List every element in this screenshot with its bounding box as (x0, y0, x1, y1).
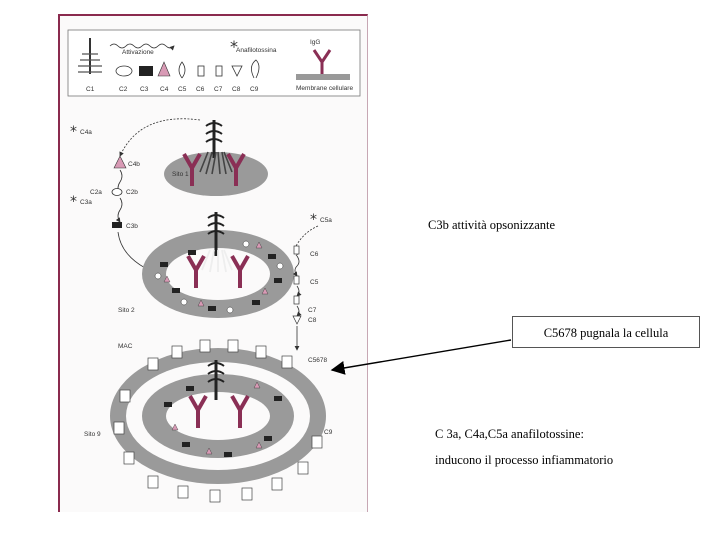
c3a-left-label: C3a (80, 199, 92, 206)
c5678-annotation-box: C5678 pugnala la cellula (512, 316, 700, 348)
activation-arrow-icon (109, 43, 175, 51)
c9-icon (251, 59, 260, 79)
c8-symbol (292, 315, 302, 325)
c5a-star-icon: * (310, 212, 317, 228)
mac-label: MAC (118, 343, 133, 350)
legend-c8-label: C8 (232, 86, 241, 93)
c3b-label: C3b (126, 223, 138, 230)
c7-symbol (293, 295, 300, 305)
mac-pores (113, 339, 323, 503)
site9-membrane (110, 339, 326, 503)
legend-c3-label: C3 (140, 86, 149, 93)
anaphylatoxin-annotation-line2: inducono il processo infiammatorio (435, 453, 614, 467)
legend-activation-label: Attivazione (122, 49, 154, 56)
c3-icon (139, 66, 153, 76)
c5a-label: C5a (320, 217, 332, 224)
igg-antibody-icon (312, 49, 332, 74)
callout-arrow (330, 339, 512, 375)
legend-igg-label: IgG (310, 39, 320, 46)
c2a-label: C2a (90, 189, 102, 196)
c4b-label: C4b (128, 161, 140, 168)
site9-label: Sito 9 (84, 431, 101, 438)
legend-anaphylatoxin-label: Anafilotossina (236, 47, 277, 54)
legend-panel: Attivazione * Anafilotossina IgG Membran… (67, 29, 361, 97)
legend-c9-label: C9 (250, 86, 259, 93)
complement-diagram-svg: Attivazione * Anafilotossina IgG Membran… (67, 29, 361, 503)
legend-c7-label: C7 (214, 86, 223, 93)
c9-label: C9 (324, 429, 333, 436)
c5-icon (178, 61, 186, 79)
c2-icon (115, 65, 133, 77)
complement-cascade-figure: Attivazione * Anafilotossina IgG Membran… (58, 14, 368, 512)
c5-label: C5 (310, 279, 319, 286)
c5678-annotation: C5678 pugnala la cellula (543, 326, 669, 340)
c3a-star-icon: * (70, 194, 77, 210)
c6-label: C6 (310, 251, 319, 258)
c4a-star-icon: * (70, 124, 77, 140)
c6-icon (197, 65, 205, 77)
c8-icon (231, 65, 243, 77)
membrane-icon (296, 74, 350, 80)
legend-c2-label: C2 (119, 86, 128, 93)
legend-c1-label: C1 (86, 86, 95, 93)
anaphylatoxin-star-icon: * (230, 37, 238, 56)
c7-label: C7 (308, 307, 317, 314)
c8-label: C8 (308, 317, 317, 324)
legend-membrane-label: Membrane cellulare (296, 85, 353, 92)
site1-label: Sito 1 (172, 171, 189, 178)
legend-c6-label: C6 (196, 86, 205, 93)
c4b-symbol (113, 155, 127, 169)
c5-symbol (293, 275, 300, 285)
anaphylatoxin-annotation-line1: C 3a, C4a,C5a anafilotossine: (435, 427, 584, 441)
c4a-label: C4a (80, 129, 92, 136)
legend-c5-label: C5 (178, 86, 187, 93)
legend-c4-label: C4 (160, 86, 169, 93)
site1-membrane (164, 120, 268, 196)
c2b-label: C2b (126, 189, 138, 196)
c5678-label: C5678 (308, 357, 328, 364)
site1-c1-complex (199, 120, 233, 175)
c3b-symbol (112, 222, 122, 228)
site2-label: Sito 2 (118, 307, 135, 314)
c1-icon (78, 38, 102, 74)
c7-icon (215, 65, 223, 77)
c6-symbol (293, 245, 300, 255)
site2-membrane (142, 212, 294, 318)
c2-symbol (111, 188, 123, 196)
c4-icon (157, 61, 171, 77)
c3b-annotation: C3b attività opsonizzante (428, 218, 556, 232)
